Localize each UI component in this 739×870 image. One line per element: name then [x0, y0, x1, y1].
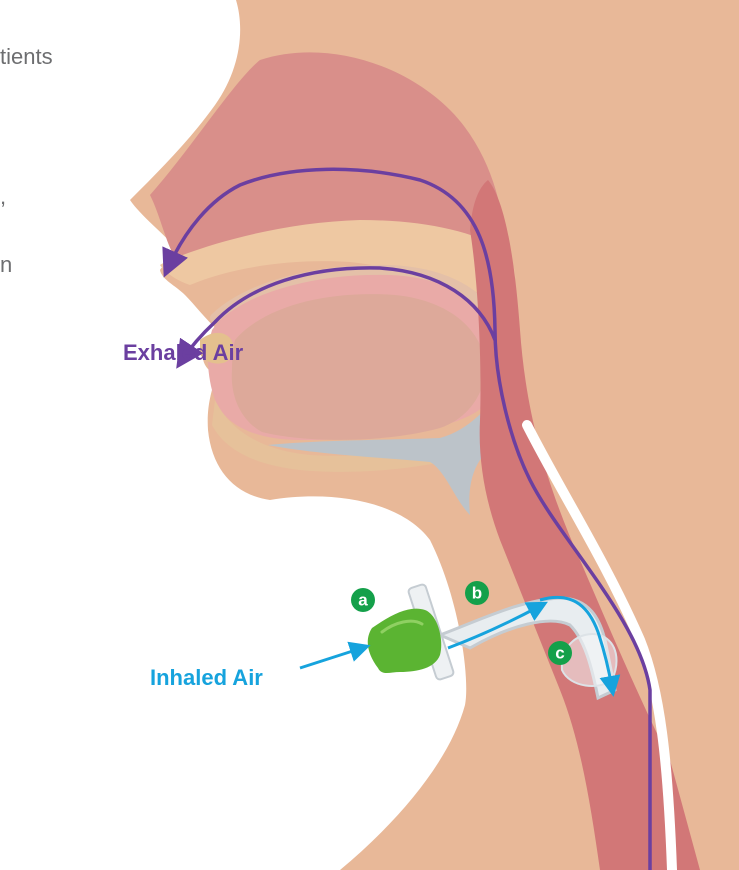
text-fragment-2: ,: [0, 184, 6, 210]
exhaled-air-label: Exhaled Air: [123, 340, 243, 366]
marker-c-label: c: [555, 644, 564, 663]
text-fragment-1: tients: [0, 44, 53, 70]
green-connector: [368, 609, 441, 673]
tongue: [232, 294, 486, 440]
marker-b: b: [465, 581, 489, 605]
inhaled-air-arrow-external: [300, 648, 362, 668]
text-fragment-3: n: [0, 252, 12, 278]
marker-a-label: a: [358, 591, 368, 610]
marker-a: a: [351, 588, 375, 612]
marker-c: c: [548, 641, 572, 665]
inhaled-air-label: Inhaled Air: [150, 665, 263, 691]
marker-b-label: b: [472, 584, 482, 603]
